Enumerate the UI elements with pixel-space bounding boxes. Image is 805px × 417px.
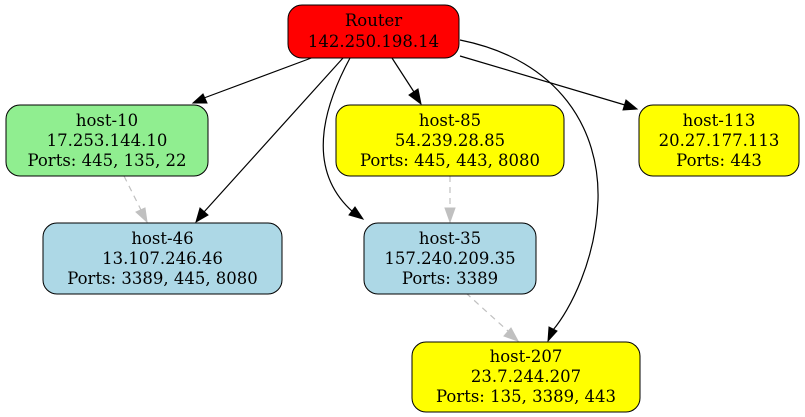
node-host-85-ip: 54.239.28.85 (395, 131, 505, 150)
node-host-113-box (638, 104, 800, 177)
node-host-207[interactable]: host-207 23.7.244.207 Ports: 135, 3389, … (411, 341, 641, 413)
node-host-113-ip: 20.27.177.113 (659, 131, 780, 150)
node-host-46-box (42, 222, 283, 295)
edge-host-85-host-35 (444, 176, 456, 224)
edge-router-host-207 (459, 39, 599, 343)
node-host-207-ip: 23.7.244.207 (471, 367, 581, 386)
edge-router-host-10 (191, 56, 315, 104)
node-host-10[interactable]: host-10 17.253.144.10 Ports: 445, 135, 2… (5, 104, 209, 177)
node-host-35-ip: 157.240.209.35 (384, 249, 515, 268)
node-host-113-label: host-113 (683, 111, 756, 130)
edge-host-35-host-207 (465, 292, 520, 342)
node-host-207-label: host-207 (490, 347, 563, 366)
node-host-46-ip: 13.107.246.46 (102, 249, 223, 268)
node-host-35-label: host-35 (419, 229, 481, 248)
nodes: Router 142.250.198.14 host-10 17.253.144… (5, 4, 800, 413)
node-host-85-ports: Ports: 445, 443, 8080 (360, 151, 540, 170)
edge-router-host-113 (459, 55, 639, 111)
node-router-ip: 142.250.198.14 (308, 32, 439, 51)
node-host-10-label: host-10 (76, 111, 138, 130)
node-router-label: Router (345, 11, 402, 30)
edge-host-10-host-46 (123, 175, 148, 224)
node-host-46[interactable]: host-46 13.107.246.46 Ports: 3389, 445, … (42, 222, 283, 295)
node-host-10-ip: 17.253.144.10 (47, 131, 168, 150)
edge-router-host-35 (322, 57, 365, 220)
node-host-113[interactable]: host-113 20.27.177.113 Ports: 443 (638, 104, 800, 177)
edge-router-host-46 (195, 57, 344, 224)
node-host-207-box (411, 341, 641, 413)
node-host-35-ports: Ports: 3389 (402, 269, 498, 288)
node-host-46-label: host-46 (131, 229, 193, 248)
node-host-35[interactable]: host-35 157.240.209.35 Ports: 3389 (363, 222, 537, 295)
edges (123, 39, 639, 343)
node-host-10-ports: Ports: 445, 135, 22 (27, 151, 186, 170)
node-host-85[interactable]: host-85 54.239.28.85 Ports: 445, 443, 80… (335, 104, 565, 177)
edge-router-host-85 (391, 57, 422, 106)
node-host-207-ports: Ports: 135, 3389, 443 (436, 387, 616, 406)
node-host-46-ports: Ports: 3389, 445, 8080 (67, 269, 258, 288)
node-router-box (287, 4, 460, 59)
node-host-85-label: host-85 (419, 111, 481, 130)
node-router[interactable]: Router 142.250.198.14 (287, 4, 460, 59)
node-host-85-box (335, 104, 565, 177)
node-host-113-ports: Ports: 443 (676, 151, 762, 170)
node-host-35-box (363, 222, 537, 295)
node-host-10-box (5, 104, 209, 177)
